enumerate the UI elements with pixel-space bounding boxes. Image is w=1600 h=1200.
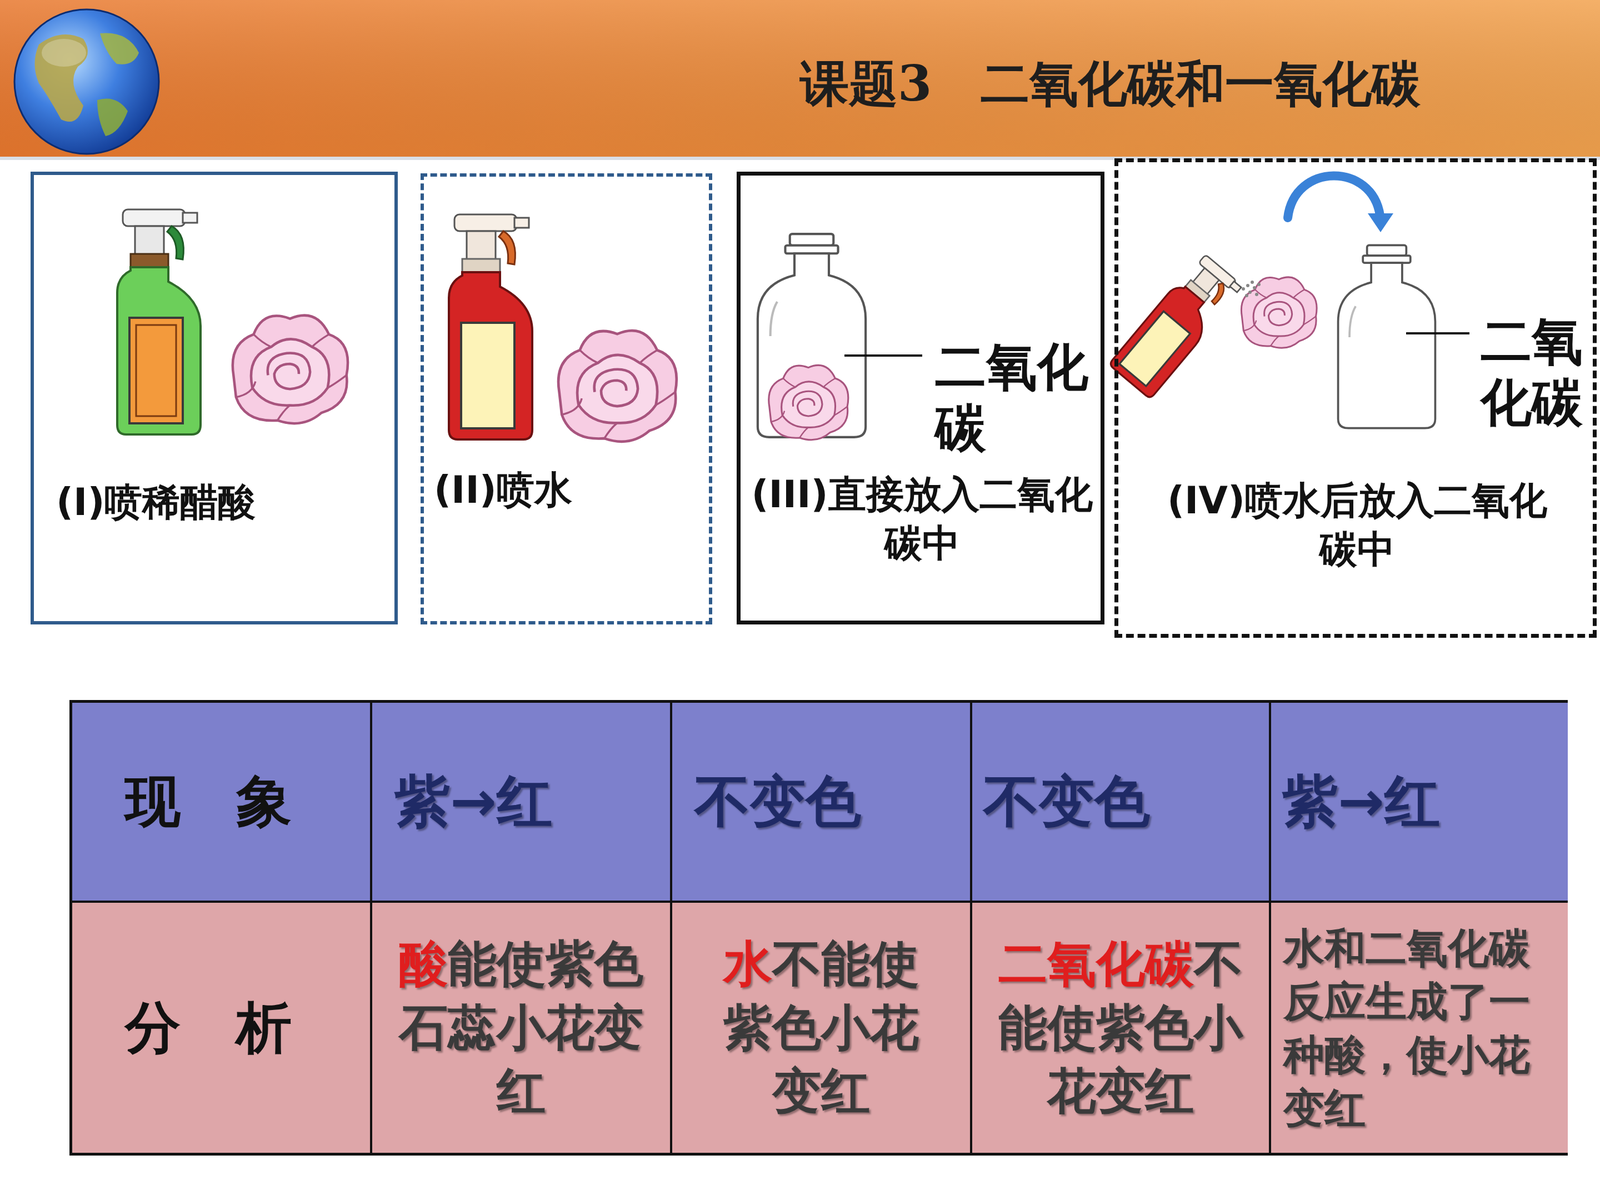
bottle-head xyxy=(122,209,185,227)
globe-icon xyxy=(14,9,159,154)
text-wrap: (IV)喷水后放入二氧化碳中 xyxy=(1162,476,1552,575)
bottle-head xyxy=(454,214,517,232)
spray-bottle-red xyxy=(1108,252,1245,399)
rose-flower xyxy=(232,315,348,424)
table-text: 紫→红 xyxy=(394,768,553,834)
experiment-panel: (IV)喷水后放入二氧化碳中 二氧化碳 xyxy=(1114,158,1597,638)
cell-text: 现 象 xyxy=(125,768,359,835)
experiment-panel: (III)直接放入二氧化碳中 二氧化碳 xyxy=(736,171,1105,625)
analysis-cell: 二氧化碳不能使紫色小花变红 xyxy=(972,902,1272,1153)
panel-caption: (III)直接放入二氧化碳中 xyxy=(742,470,1102,569)
table-text: 不变色 xyxy=(694,768,862,834)
cell-text: 紫→红 xyxy=(394,768,659,835)
spray-bottle-green xyxy=(117,209,201,435)
leader-line xyxy=(1406,332,1470,335)
cell-text: 水不能使紫色小花变红 xyxy=(705,932,937,1123)
bottle-neck xyxy=(466,231,496,260)
cell-text: 二氧化碳不能使紫色小花变红 xyxy=(983,932,1258,1123)
globe-land xyxy=(97,98,128,137)
phenomenon-cell: 紫→红 xyxy=(1271,702,1568,903)
rose-flower xyxy=(768,365,849,440)
bottle-label xyxy=(129,317,183,424)
bottle-body xyxy=(117,267,201,435)
table-text: 不变色 xyxy=(983,768,1150,834)
key-term: 酸 xyxy=(398,935,448,993)
globe-land xyxy=(35,34,89,122)
rose-flower xyxy=(1241,277,1317,348)
globe-sphere xyxy=(14,9,159,154)
cell-text: 紫→红 xyxy=(1282,768,1557,835)
text-wrap: 二氧化碳 xyxy=(935,336,1100,460)
gas-jar xyxy=(1338,245,1436,428)
rose-flower xyxy=(558,330,677,442)
bottle-body xyxy=(1108,281,1220,400)
cell-text: 酸能使紫色石蕊小花变红 xyxy=(377,932,665,1123)
bottle-nozzle xyxy=(182,212,198,223)
key-term: 水 xyxy=(723,935,773,993)
analysis-cell: 分 析 xyxy=(72,902,373,1153)
leader-line xyxy=(844,354,923,357)
analysis-cell: 水和二氧化碳反应生成了一种酸，使小花变红 xyxy=(1271,902,1568,1153)
phenomenon-cell: 现 象 xyxy=(72,702,373,903)
bottle-collar xyxy=(462,258,500,273)
bottle-nozzle xyxy=(1230,281,1242,293)
header-band xyxy=(0,0,1600,159)
phenomenon-cell: 不变色 xyxy=(972,702,1272,903)
table-text: 水和二氧化碳反应生成了一种酸，使小花变红 xyxy=(1283,923,1530,1133)
spray-mist xyxy=(1241,280,1261,298)
bottle-collar xyxy=(130,253,169,268)
bottle-label xyxy=(461,322,515,429)
bottle-trigger xyxy=(167,226,184,260)
transfer-arrow xyxy=(1287,175,1380,218)
text-wrap: 二氧化碳 xyxy=(1480,311,1592,434)
text-wrap: (II)喷水 xyxy=(433,465,701,515)
header-shade xyxy=(0,0,1600,159)
cell-text: 不变色 xyxy=(983,768,1258,835)
analysis-cell: 水不能使紫色小花变红 xyxy=(672,902,973,1153)
result-table: 现 象紫→红不变色不变色紫→红分 析酸能使紫色石蕊小花变红水不能使紫色小花变红二… xyxy=(69,700,1568,1156)
table-text: 紫→红 xyxy=(1282,768,1440,834)
experiment-panel: (II)喷水 xyxy=(420,173,713,625)
slide-title: 课题3 二氧化碳和一氧化碳 xyxy=(800,51,1421,118)
bottle-label xyxy=(1119,311,1190,387)
gas-label: 二氧化碳 xyxy=(935,336,1100,460)
analysis-cell: 酸能使紫色石蕊小花变红 xyxy=(372,902,673,1153)
bottle-label-frame xyxy=(136,325,177,417)
panel-caption: (I)喷稀醋酸 xyxy=(56,477,379,527)
gas-label: 二氧化碳 xyxy=(1480,311,1592,434)
cell-text: 不变色 xyxy=(694,768,959,835)
bottle-body xyxy=(448,272,533,440)
panel-caption: (II)喷水 xyxy=(433,465,701,515)
bottle-nozzle xyxy=(514,217,529,228)
table-text: 现 象 xyxy=(125,768,292,834)
cell-text: 分 析 xyxy=(125,991,359,1064)
cell-text: 水和二氧化碳反应生成了一种酸，使小花变红 xyxy=(1283,921,1560,1135)
experiment-panel: (I)喷稀醋酸 xyxy=(30,171,398,625)
spray-bottle-red xyxy=(448,214,533,440)
text-wrap: (I)喷稀醋酸 xyxy=(56,477,379,527)
bottle-neck xyxy=(135,226,164,255)
bottle-trigger xyxy=(498,231,515,265)
table-text: 分 析 xyxy=(125,995,292,1060)
phenomenon-cell: 紫→红 xyxy=(372,702,673,903)
text-wrap: (III)直接放入二氧化碳中 xyxy=(742,470,1102,569)
panel-caption: (IV)喷水后放入二氧化碳中 xyxy=(1162,476,1552,575)
key-term: 二氧化碳 xyxy=(998,935,1194,993)
globe-shine xyxy=(41,38,87,67)
globe-land xyxy=(100,32,139,64)
phenomenon-cell: 不变色 xyxy=(672,702,973,903)
transfer-arrowhead xyxy=(1367,213,1394,233)
